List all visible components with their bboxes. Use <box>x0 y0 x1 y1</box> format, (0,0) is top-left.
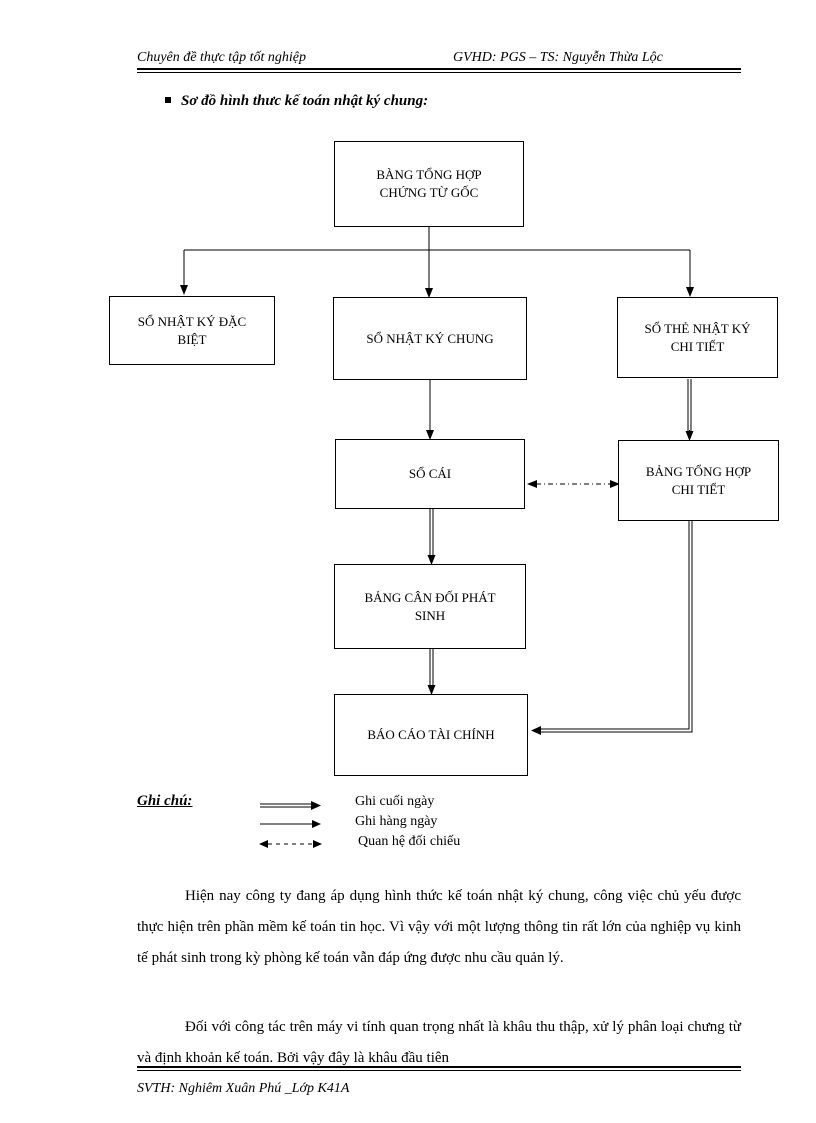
box-bang-tong-hop-chi-tiet: BẢNG TỔNG HỢP CHI TIẾT <box>618 440 779 521</box>
bullet-icon <box>165 96 171 103</box>
box-so-cai: SỔ CÁI <box>335 439 525 509</box>
box-so-the-nhat-ky-chi-tiet: SỔ THẺ NHẬT KÝ CHI TIẾT <box>617 297 778 378</box>
header-rule <box>137 68 741 70</box>
header-rule-thin <box>137 72 741 73</box>
box-so-nhat-ky-chung: SỔ NHẬT KÝ CHUNG <box>333 297 527 380</box>
box-so-nhat-ky-dac-biet: SỔ NHẬT KÝ ĐẶC BIỆT <box>109 296 275 365</box>
legend-item-quan-he-doi-chieu: Quan hệ đối chiếu <box>358 834 461 849</box>
body-paragraph-1: Hiện nay công ty đang áp dụng hình thức … <box>137 888 741 966</box>
legend-item-ghi-cuoi-ngay: Ghi cuối ngày <box>355 794 435 809</box>
footer-rule-thin <box>137 1070 741 1071</box>
box-bang-can-doi-phat-sinh: BẢNG CÂN ĐỐI PHÁT SINH <box>334 564 526 649</box>
body-paragraph-2: Đối với công tác trên máy vi tính quan t… <box>137 1019 741 1066</box>
header-right: GVHD: PGS – TS: Nguyễn Thừa Lộc <box>453 50 663 65</box>
legend-title: Ghi chú: <box>137 793 193 809</box>
box-bao-cao-tai-chinh: BÁO CÁO TÀI CHÍNH <box>334 694 528 776</box>
section-title-text: Sơ đồ hình thưc kế toán nhật ký chung: <box>181 93 429 109</box>
header-left: Chuyên đề thực tập tốt nghiệp <box>137 50 306 65</box>
footer-text: SVTH: Nghiêm Xuân Phú _Lớp K41A <box>137 1081 350 1096</box>
section-title: Sơ đồ hình thưc kế toán nhật ký chung: <box>165 93 428 110</box>
box-bang-tong-hop-chung-tu-goc: BÀNG TỔNG HỢP CHỨNG TỪ GỐC <box>334 141 524 227</box>
footer-rule <box>137 1066 741 1068</box>
legend-item-ghi-hang-ngay: Ghi hàng ngày <box>355 814 438 829</box>
